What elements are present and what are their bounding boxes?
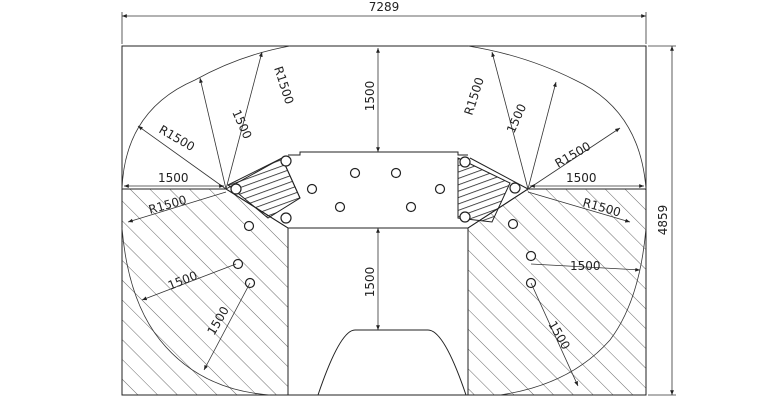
tr-len-a: 1500 <box>504 102 529 136</box>
left-hatched-zone <box>121 188 289 396</box>
tr-radius-a: R1500 <box>462 76 487 117</box>
right-len-b: 1500 <box>570 259 601 273</box>
tl-radius-b: R1500 <box>157 122 198 154</box>
overall-height-label: 4859 <box>656 205 670 236</box>
left-safety-outline <box>121 45 291 190</box>
left-lower-outline <box>121 227 271 396</box>
dim-center-bottom: 1500 <box>363 228 380 330</box>
dim-overall-width: 7289 <box>121 0 647 44</box>
center-top-bracket <box>288 151 468 156</box>
right-ladder-module <box>457 156 529 229</box>
tr-radius-b: R1500 <box>553 139 594 171</box>
center-top-len: 1500 <box>363 81 377 112</box>
right-safety-outline <box>467 45 647 190</box>
overall-width-label: 7289 <box>369 0 400 14</box>
left-ladder-module <box>225 155 301 229</box>
center-bottom-len: 1500 <box>363 267 377 298</box>
tl-len-a: 1500 <box>229 108 254 142</box>
dim-center-top: 1500 <box>363 48 380 152</box>
right-hatched-zone <box>467 188 647 396</box>
dim-overall-height: 4859 <box>648 45 676 396</box>
left-mid-len: 1500 <box>158 171 189 185</box>
right-mid-len: 1500 <box>566 171 597 185</box>
tl-radius-a: R1500 <box>271 65 296 106</box>
